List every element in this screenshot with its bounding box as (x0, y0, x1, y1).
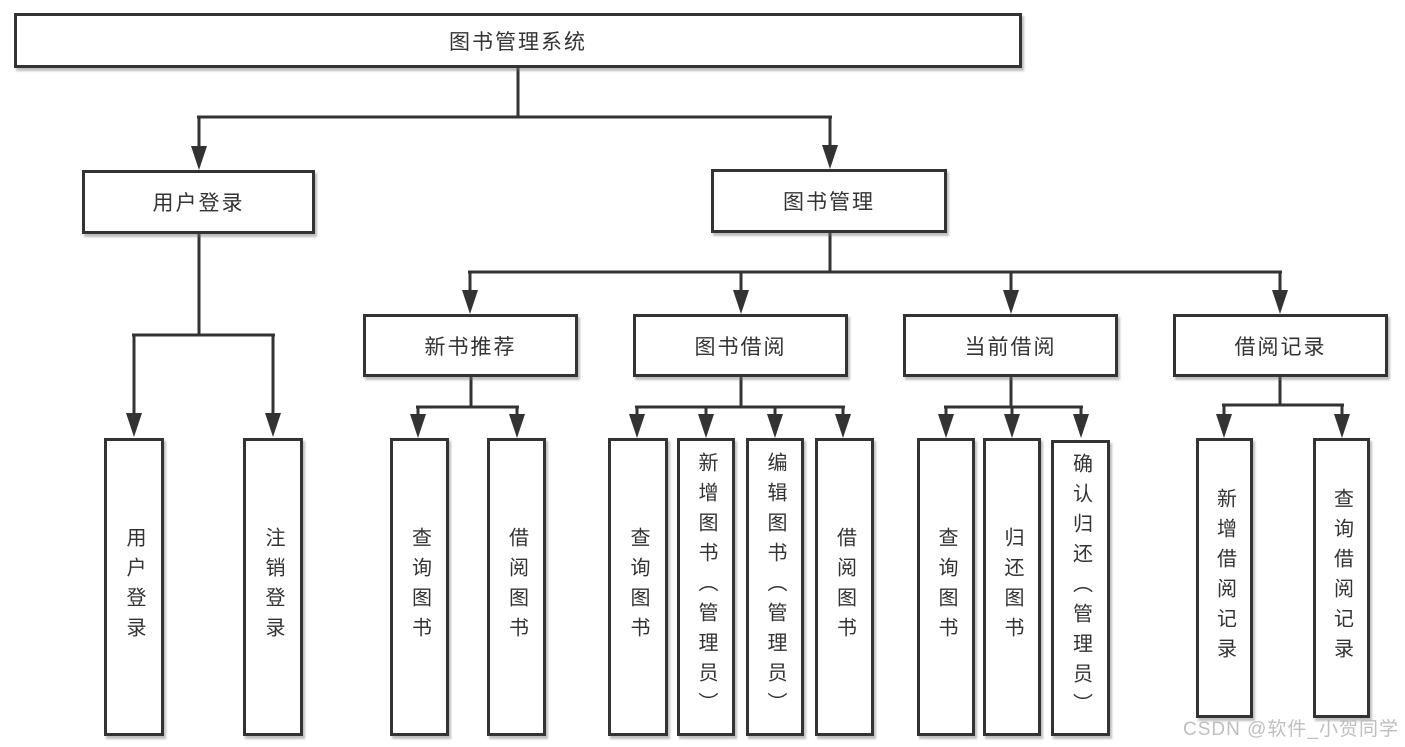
leaf-bb-add-books-admin-label: 新增图书（管理员） (695, 452, 717, 722)
leaf-bb-edit-books-admin-label: 编辑图书（管理员） (764, 452, 786, 722)
leaf-nbr-borrow-books-label: 借阅图书 (505, 527, 528, 647)
leaf-nbr-query-books-label: 查询图书 (408, 527, 431, 647)
leaf-bb-query-books: 查询图书 (608, 438, 668, 736)
node-book-borrowing-label: 图书借阅 (694, 335, 787, 359)
node-user-login: 用户登录 (82, 170, 315, 234)
leaf-br-add-record: 新增借阅记录 (1196, 438, 1253, 718)
node-root: 图书管理系统 (14, 13, 1022, 68)
leaf-bb-borrow-books-label: 借阅图书 (833, 527, 856, 647)
node-user-login-label: 用户登录 (152, 192, 245, 215)
node-borrowing-records: 借阅记录 (1173, 314, 1388, 377)
leaf-bb-edit-books-admin: 编辑图书（管理员） (746, 438, 804, 736)
leaf-cb-return-books-label: 归还图书 (1001, 527, 1023, 647)
leaf-nbr-query-books: 查询图书 (390, 438, 449, 736)
leaf-cb-query-books-label: 查询图书 (935, 527, 957, 647)
node-book-management: 图书管理 (711, 169, 947, 233)
leaf-bb-borrow-books: 借阅图书 (815, 438, 874, 736)
node-current-borrowing: 当前借阅 (903, 314, 1118, 377)
leaf-br-query-record: 查询借阅记录 (1313, 438, 1370, 718)
node-current-borrowing-label: 当前借阅 (964, 335, 1057, 359)
leaf-cb-return-books: 归还图书 (983, 438, 1041, 736)
leaf-cb-query-books: 查询图书 (917, 438, 975, 736)
leaf-nbr-borrow-books: 借阅图书 (487, 438, 546, 736)
leaf-user-login-label: 用户登录 (123, 527, 145, 647)
leaf-logout-login-label: 注销登录 (262, 527, 284, 647)
leaf-logout-login: 注销登录 (243, 438, 303, 736)
node-new-book-recommendation: 新书推荐 (363, 314, 578, 377)
leaf-bb-add-books-admin: 新增图书（管理员） (677, 438, 735, 736)
leaf-br-query-record-label: 查询借阅记录 (1330, 488, 1353, 668)
node-borrowing-records-label: 借阅记录 (1234, 335, 1327, 359)
leaf-bb-query-books-label: 查询图书 (627, 527, 649, 647)
leaf-cb-confirm-return-admin: 确认归还（管理员） (1051, 440, 1110, 736)
leaf-cb-confirm-return-admin-label: 确认归还（管理员） (1069, 453, 1092, 723)
leaf-user-login: 用户登录 (104, 438, 164, 736)
csdn-watermark: CSDN @软件_小贺同学 (1183, 719, 1399, 740)
leaf-br-add-record-label: 新增借阅记录 (1213, 488, 1236, 668)
node-book-borrowing: 图书借阅 (633, 314, 848, 377)
node-new-book-recommendation-label: 新书推荐 (424, 335, 517, 359)
node-book-management-label: 图书管理 (783, 191, 875, 214)
node-root-label: 图书管理系统 (449, 30, 587, 54)
